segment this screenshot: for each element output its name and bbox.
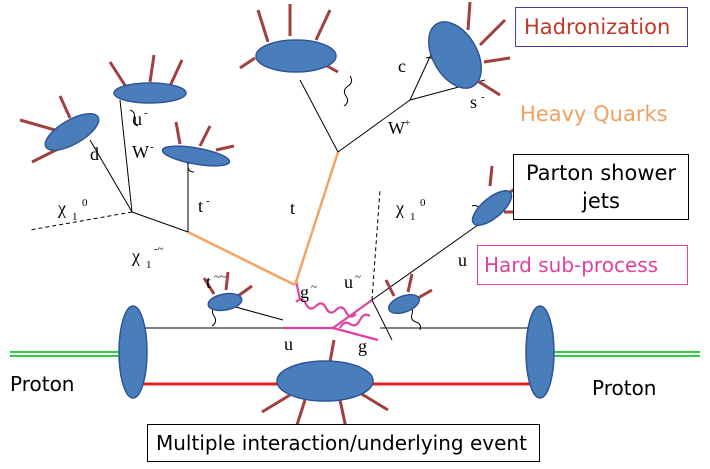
underlying-event-blob	[261, 339, 389, 429]
superscript-w-minus: -	[150, 141, 154, 153]
superscript-u-bar: -	[144, 107, 148, 119]
superscript-s-bar: -	[481, 91, 485, 103]
sup-t-tilde: ~~	[214, 271, 226, 283]
proton-label-left: Proton	[10, 372, 75, 396]
hadron-jet-left	[19, 95, 100, 164]
sup-g-tilde: ~	[311, 281, 317, 293]
label-t-bar: t	[198, 196, 203, 216]
label-u-right: u	[458, 250, 467, 270]
label-u-bar: u	[133, 109, 142, 129]
proton-label-right: Proton	[592, 376, 657, 400]
superscript-w-plus: +	[404, 117, 410, 129]
label-u-tilde: u	[344, 272, 353, 292]
hadronization-label: Hadronization	[524, 15, 671, 39]
sub-chi-left: 1	[72, 211, 78, 223]
hard-subprocess-vertex	[283, 279, 379, 342]
heavy-quark-lines	[187, 151, 340, 287]
label-c: c	[398, 56, 406, 76]
hard-subprocess-box: Hard sub-process	[477, 245, 688, 285]
hadron-jet-left-upper	[108, 54, 187, 104]
gluon-emissions	[65, 39, 489, 331]
label-g-bottom: g	[358, 336, 367, 356]
decay-lines	[89, 34, 493, 341]
hard-subprocess-label: Hard sub-process	[484, 253, 659, 277]
underlying-event-label: Multiple interaction/underlying event	[156, 431, 527, 455]
hadron-jet-tbar	[161, 121, 235, 167]
hadron-jet-t-tilde	[202, 271, 253, 312]
proton-beam-left	[10, 351, 130, 357]
hadron-jet-u-tilde-small	[384, 273, 433, 315]
proton-blob-left	[118, 305, 148, 399]
label-w-plus: W	[388, 118, 405, 138]
parton-shower-line2: jets	[582, 189, 620, 213]
sup-u-tilde: ~	[355, 271, 361, 283]
superscript-t-bar: -	[206, 195, 210, 207]
sup-chi-right: 0	[420, 197, 426, 209]
underlying-event-box: Multiple interaction/underlying event	[147, 424, 540, 462]
hadronization-box: Hadronization	[515, 7, 688, 47]
proton-blob-right	[525, 305, 555, 399]
label-u-bottom: u	[284, 334, 293, 354]
label-t-tilde: t	[206, 272, 211, 292]
label-w-minus: W	[132, 142, 149, 162]
hadron-jet-top-right	[428, 1, 511, 97]
sup-chi-left: 0	[82, 197, 88, 209]
label-chi-right: χ	[395, 198, 404, 218]
label-chi-tilde: χ	[131, 246, 140, 266]
heavy-quarks-label: Heavy Quarks	[520, 94, 668, 134]
label-g-tilde: g	[300, 282, 309, 302]
parton-shower-line1: Parton shower	[525, 161, 677, 185]
label-d: d	[90, 144, 99, 164]
sub-chi-tilde: 1	[146, 259, 152, 271]
sub-chi-right: 1	[410, 211, 416, 223]
proton-beam-right	[545, 351, 700, 357]
label-s-bar: s	[470, 92, 477, 112]
sup-chi-tilde: -~	[154, 243, 164, 255]
hadron-jet-top	[239, 4, 339, 74]
parton-shower-box: Parton shower jets	[513, 154, 689, 220]
label-t: t	[290, 198, 295, 218]
label-chi-left: χ	[57, 198, 66, 218]
neutralino-dashed-lines	[29, 189, 381, 301]
